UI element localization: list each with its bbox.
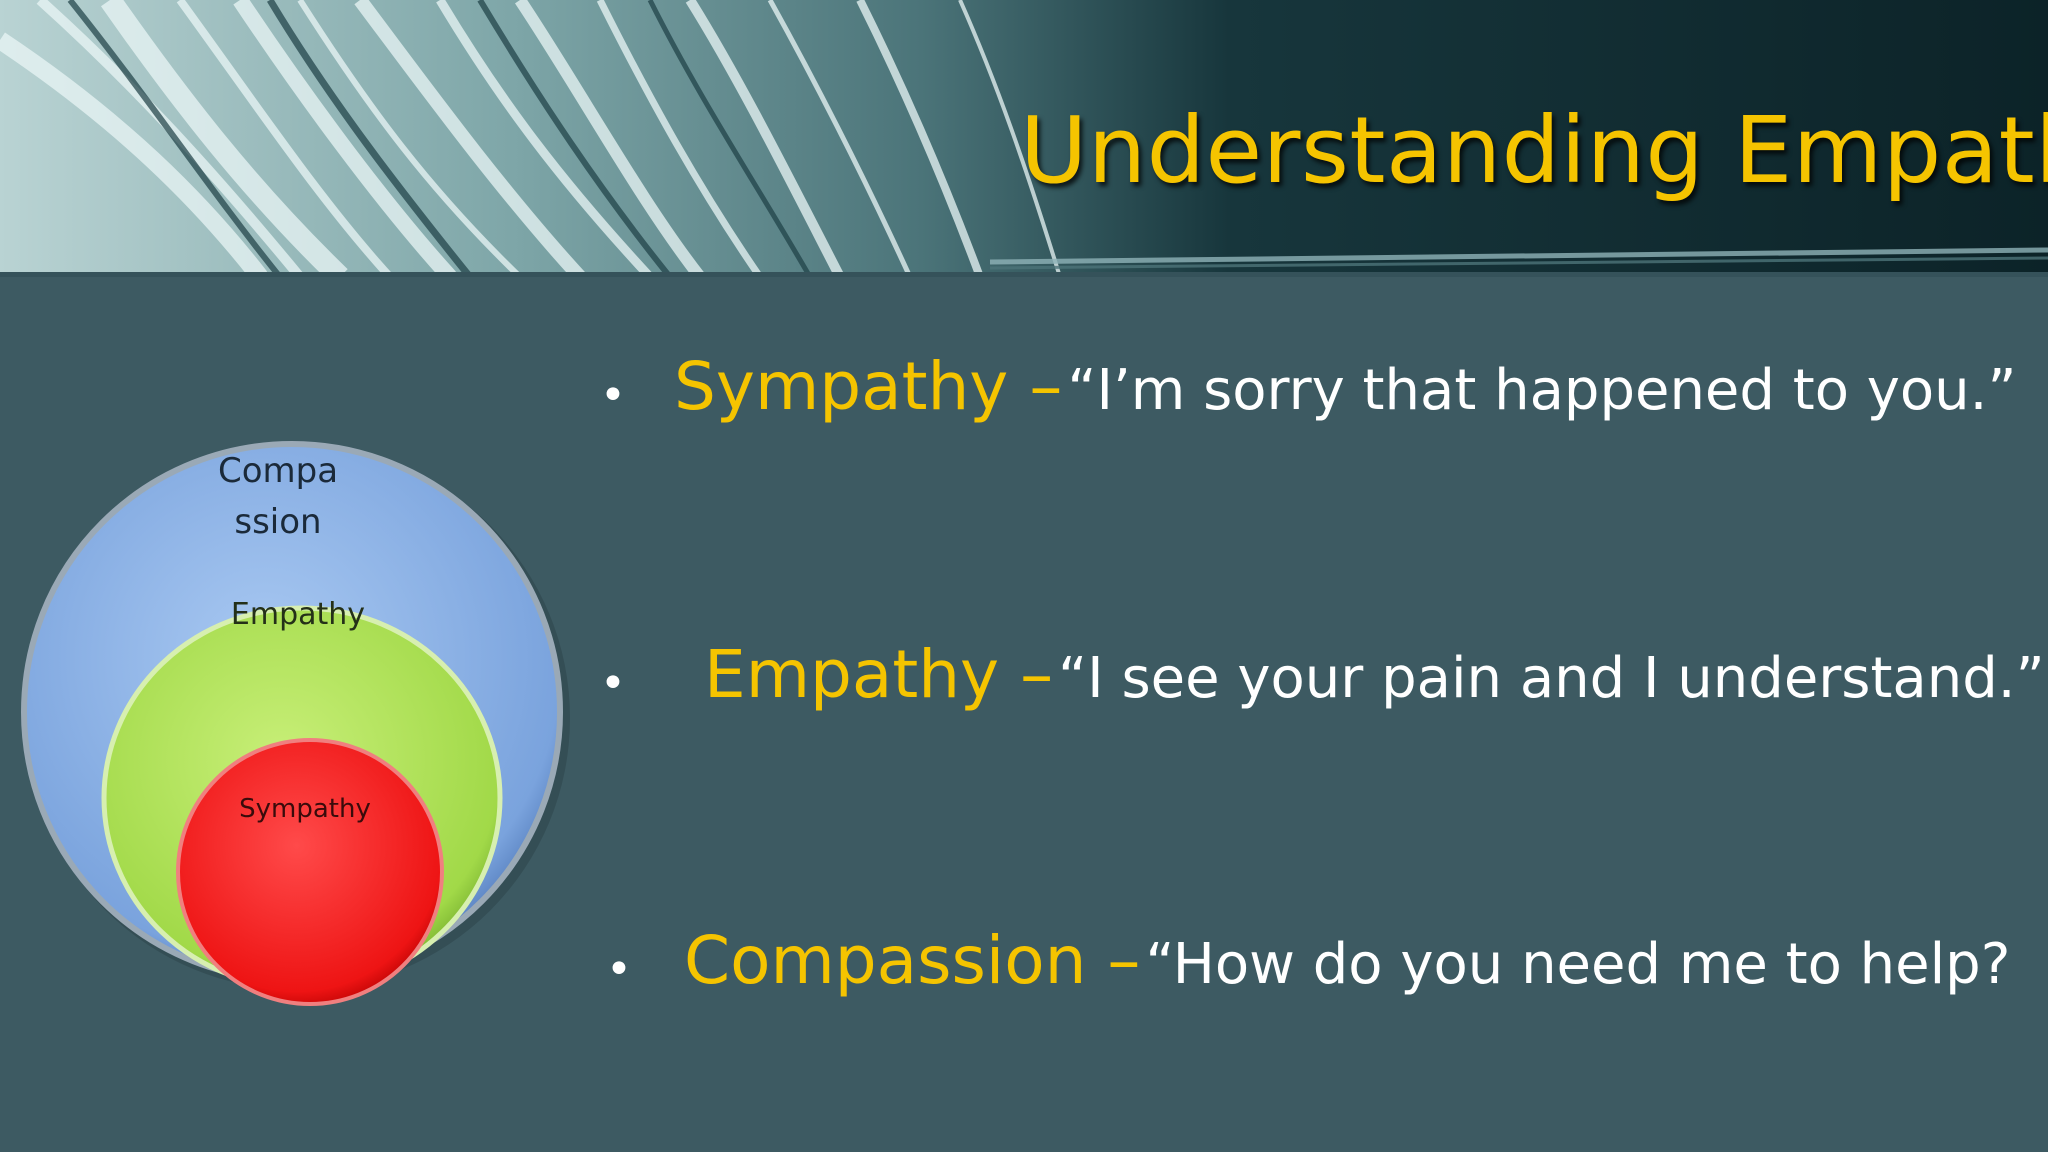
bullet-quote: “I see your pain and I understand.” (1058, 646, 2045, 711)
bullet-term: Compassion – (684, 922, 1141, 999)
abstract-banner-graphic (0, 0, 2048, 277)
header-banner (0, 0, 2048, 277)
bullet-point-icon: • (600, 658, 626, 709)
bullet-quote: “How do you need me to help? (1145, 932, 2011, 997)
nested-circles-diagram: Compa ssion Empathy Sympathy (20, 430, 580, 1010)
compassion-label-line1: Compa (218, 451, 338, 491)
bullet-term: Sympathy – (674, 348, 1063, 425)
bullet-point-icon: • (600, 370, 626, 421)
sympathy-label: Sympathy (239, 794, 371, 824)
empathy-label: Empathy (231, 597, 365, 632)
bullet-point-icon: • (606, 944, 632, 995)
compassion-label-line2: ssion (234, 502, 321, 542)
slide-title: Understanding Empathy (1020, 97, 2048, 204)
bullet-term: Empathy – (704, 636, 1054, 713)
bullet-quote: “I’m sorry that happened to you.” (1067, 358, 2017, 423)
sympathy-circle (176, 738, 444, 1006)
